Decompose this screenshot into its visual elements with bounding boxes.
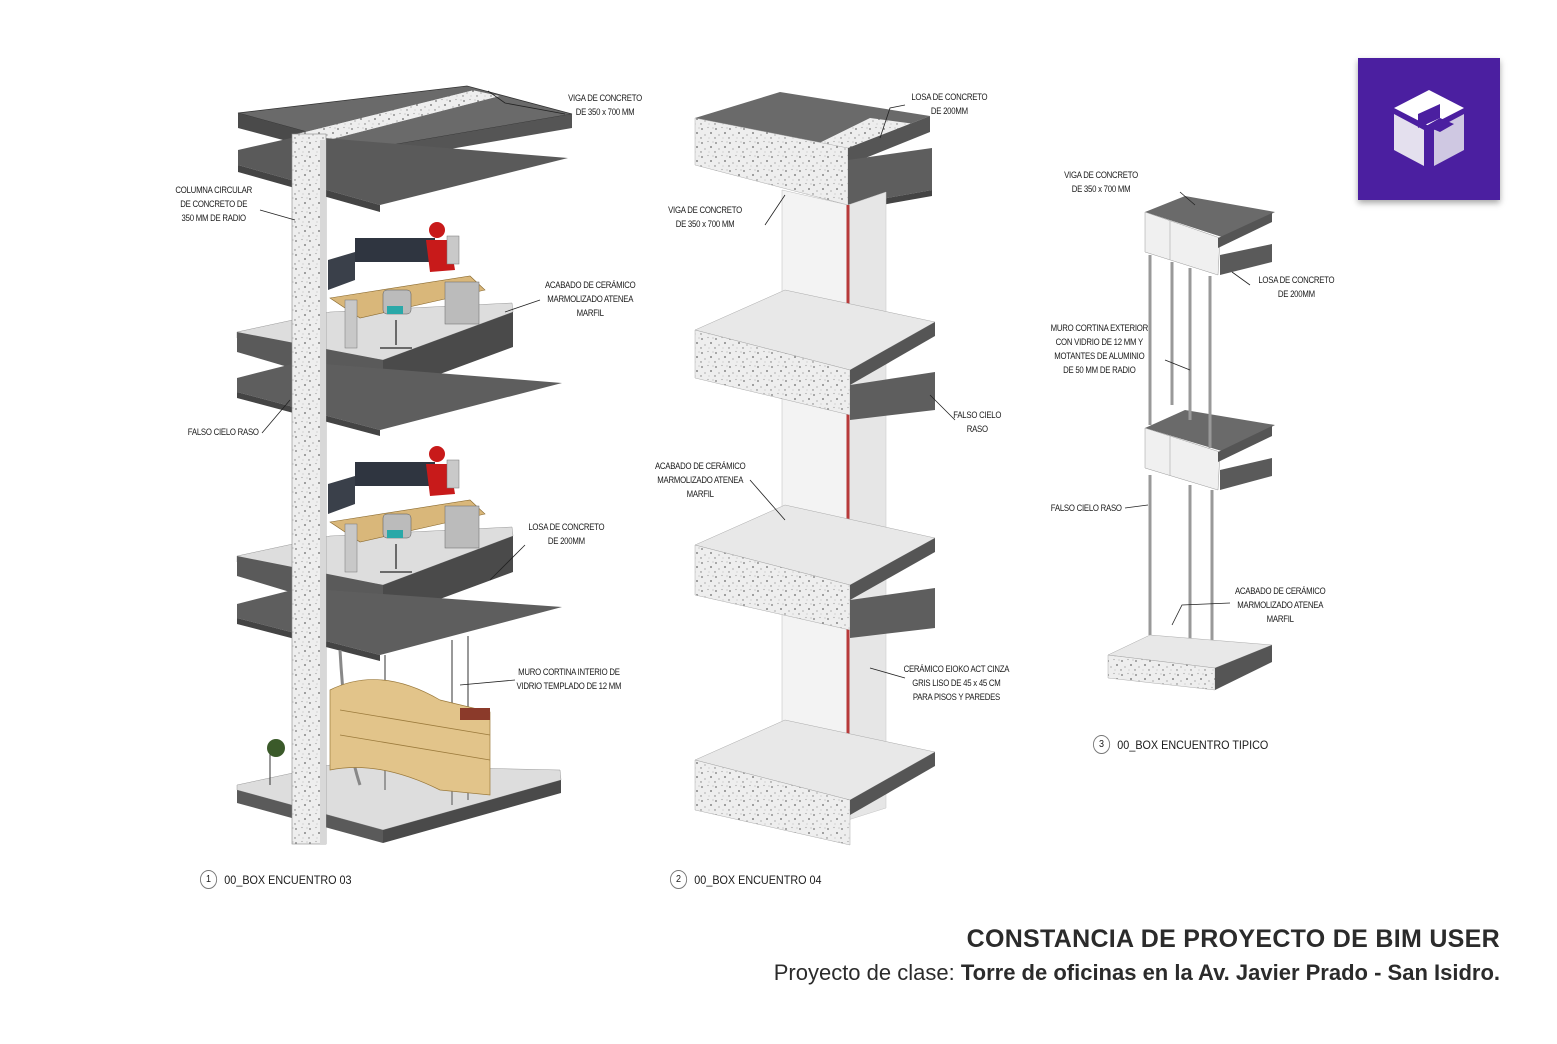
footer-subtitle-prefix: Proyecto de clase: bbox=[773, 960, 961, 985]
label-falso-cielo-raso-1: FALSO CIELO RASO bbox=[187, 427, 259, 438]
caption-text: 00_BOX ENCUENTRO 03 bbox=[224, 872, 352, 887]
caption-number: 1 bbox=[200, 870, 218, 889]
bim-cube-icon bbox=[1394, 90, 1464, 166]
label-falso-cielo-raso-3: FALSO CIELO RASO bbox=[1050, 503, 1122, 514]
bim-user-logo bbox=[1358, 58, 1500, 200]
caption-number: 3 bbox=[1093, 735, 1111, 754]
caption-text: 00_BOX ENCUENTRO 04 bbox=[694, 872, 822, 887]
caption-drawing-2: 2 00_BOX ENCUENTRO 04 bbox=[670, 870, 822, 889]
caption-number: 2 bbox=[670, 870, 688, 889]
caption-drawing-1: 1 00_BOX ENCUENTRO 03 bbox=[200, 870, 352, 889]
caption-drawing-3: 3 00_BOX ENCUENTRO TIPICO bbox=[1093, 735, 1268, 754]
drawing-1-office-tower-box bbox=[236, 85, 573, 845]
footer: CONSTANCIA DE PROYECTO DE BIM USER Proye… bbox=[774, 925, 1500, 986]
caption-text: 00_BOX ENCUENTRO TIPICO bbox=[1117, 737, 1269, 752]
drawing-3-typical-box bbox=[1107, 191, 1275, 691]
drawing-2-beam-slab-box bbox=[694, 92, 956, 846]
footer-subtitle-project: Torre de oficinas en la Av. Javier Prado… bbox=[960, 960, 1500, 985]
footer-subtitle: Proyecto de clase: Torre de oficinas en … bbox=[774, 960, 1500, 986]
footer-title: CONSTANCIA DE PROYECTO DE BIM USER bbox=[966, 925, 1500, 953]
